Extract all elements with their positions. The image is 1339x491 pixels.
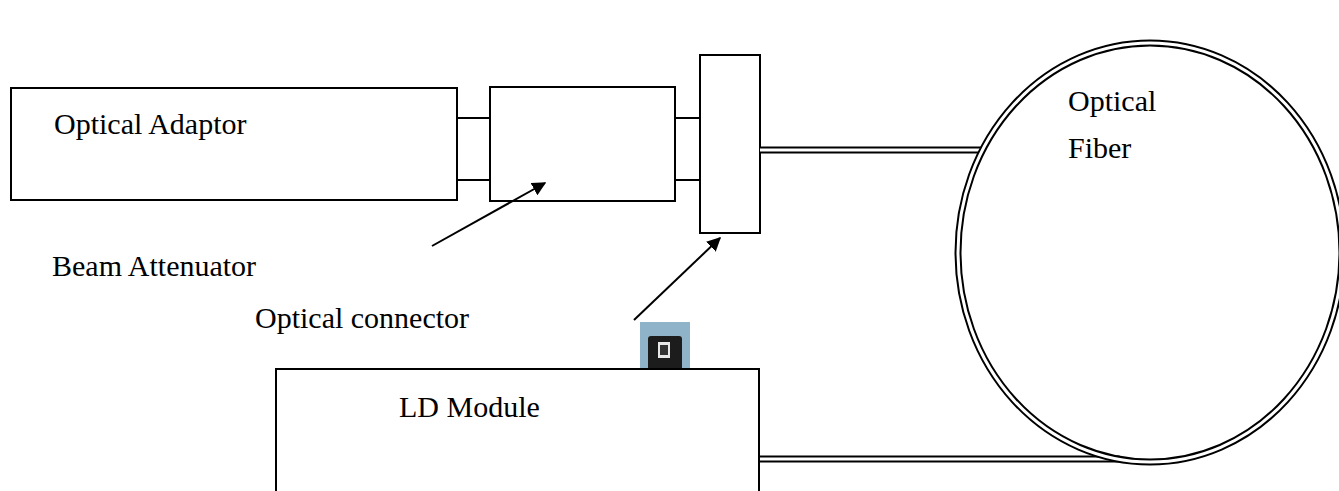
connector-body — [700, 55, 760, 233]
attenuator-body — [490, 87, 675, 201]
leader-arrow — [634, 238, 720, 320]
fiber-loop-outer — [958, 43, 1339, 462]
fiber-connector — [760, 459, 1120, 460]
part-name: Beam Attenuator — [52, 246, 256, 285]
coupling-piece — [458, 118, 490, 180]
fiber-outer — [760, 456, 1120, 463]
fiber-line — [760, 150, 982, 151]
coupling-piece — [675, 118, 700, 180]
node-label: Optical Fiber — [1068, 78, 1208, 171]
fiber-loop: Optical Fiber — [955, 40, 1339, 465]
node-label: Optical Adaptor — [54, 101, 436, 146]
fiber-inner — [760, 458, 1120, 461]
part-name: Optical connector — [255, 298, 469, 337]
node-label: LD Module — [399, 384, 738, 429]
adaptor-box: Optical Adaptor — [10, 87, 458, 201]
ld-module-box: LD Module — [275, 368, 760, 491]
fiber-loop-inner — [958, 43, 1339, 462]
